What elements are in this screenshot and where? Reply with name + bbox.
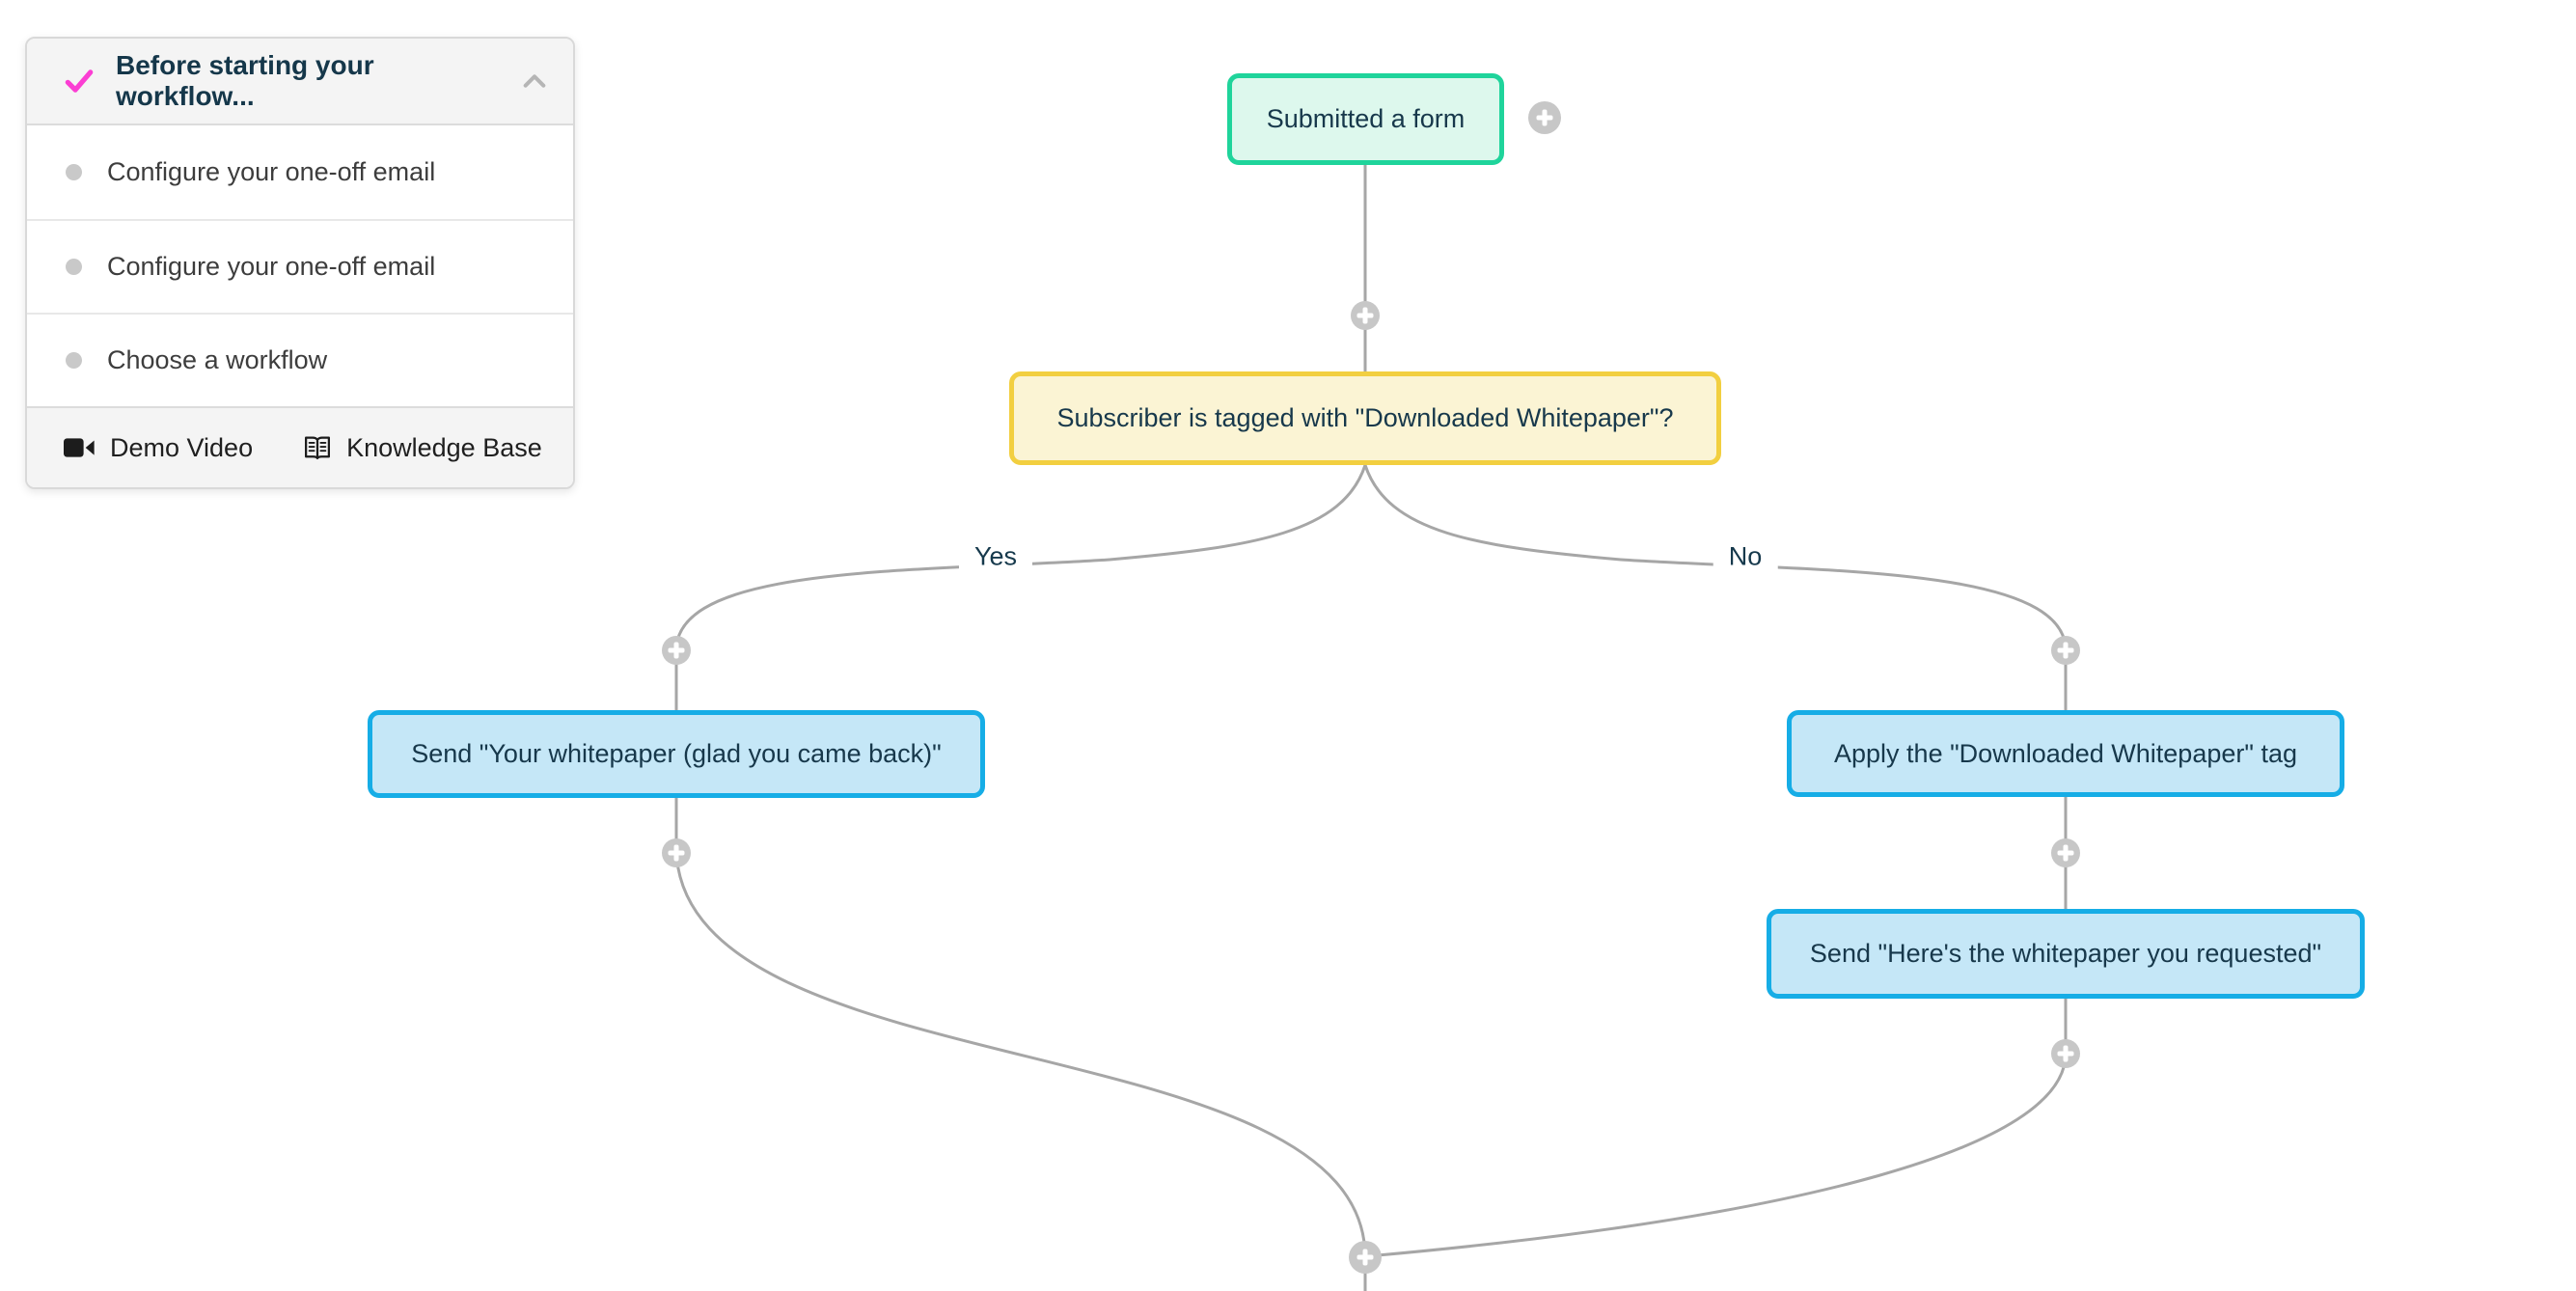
plus-icon [2051,636,2080,665]
checklist-item-label: Configure your one-off email [107,157,436,186]
connector-yes-split [674,464,1367,651]
checklist-item-configure-email-1[interactable]: Configure your one-off email [27,125,573,219]
plus-icon [1528,101,1561,134]
branch-label-yes: Yes [958,539,1033,574]
add-step-button-no-bottom[interactable] [2051,1039,2080,1068]
checklist-title: Before starting your workflow... [116,50,374,111]
dot-icon [66,164,82,180]
action-node-send-whitepaper-requested[interactable]: Send "Here's the whitepaper you requeste… [1767,909,2365,999]
add-step-button-yes-top[interactable] [662,636,691,665]
checklist-header[interactable]: Before starting your workflow... [27,39,573,125]
add-step-button-yes-bottom[interactable] [662,838,691,867]
dot-icon [66,259,82,275]
open-book-icon [305,436,331,459]
demo-video-label: Demo Video [110,432,254,462]
dot-icon [66,352,82,369]
action-node-apply-tag[interactable]: Apply the "Downloaded Whitepaper" tag [1787,710,2344,797]
checklist-item-label: Configure your one-off email [107,252,436,281]
branch-label-no: No [1713,539,1778,574]
checklist-item-configure-email-2[interactable]: Configure your one-off email [27,219,573,313]
condition-node-label: Subscriber is tagged with "Downloaded Wh… [1056,403,1674,433]
trigger-node-label: Submitted a form [1266,104,1466,134]
action-node-label: Apply the "Downloaded Whitepaper" tag [1834,738,2297,768]
onboarding-checklist: Before starting your workflow... Configu… [25,37,575,489]
add-step-button-above-condition[interactable] [1351,301,1380,330]
add-step-button-no-top[interactable] [2051,636,2080,665]
checklist-item-label: Choose a workflow [107,345,328,374]
action-node-label: Send "Your whitepaper (glad you came bac… [411,739,942,769]
trigger-node-submitted-a-form[interactable]: Submitted a form [1227,73,1504,165]
action-node-label: Send "Here's the whitepaper you requeste… [1809,939,2322,969]
checklist-footer: Demo Video Knowledge Base [27,406,573,487]
connector-no-merge [1377,1053,2068,1257]
plus-icon [1351,301,1380,330]
connector-no-split [1363,464,2068,651]
add-step-button-merge[interactable] [1349,1241,1382,1274]
action-node-send-whitepaper-came-back[interactable]: Send "Your whitepaper (glad you came bac… [368,710,985,798]
knowledge-base-link[interactable]: Knowledge Base [303,433,542,463]
plus-icon [662,838,691,867]
connector-yes-merge [674,852,1367,1258]
check-icon [65,69,94,93]
checklist-item-choose-workflow[interactable]: Choose a workflow [27,313,573,406]
video-camera-icon [64,438,95,457]
plus-icon [2051,1039,2080,1068]
add-step-button-no-middle[interactable] [2051,838,2080,867]
plus-icon [662,636,691,665]
add-step-button-right-of-trigger[interactable] [1528,101,1561,134]
demo-video-link[interactable]: Demo Video [64,433,253,463]
plus-icon [2051,838,2080,867]
knowledge-base-label: Knowledge Base [346,432,542,462]
condition-node-tag-check[interactable]: Subscriber is tagged with "Downloaded Wh… [1009,371,1721,465]
plus-icon [1349,1241,1382,1274]
chevron-up-icon[interactable] [521,71,548,91]
